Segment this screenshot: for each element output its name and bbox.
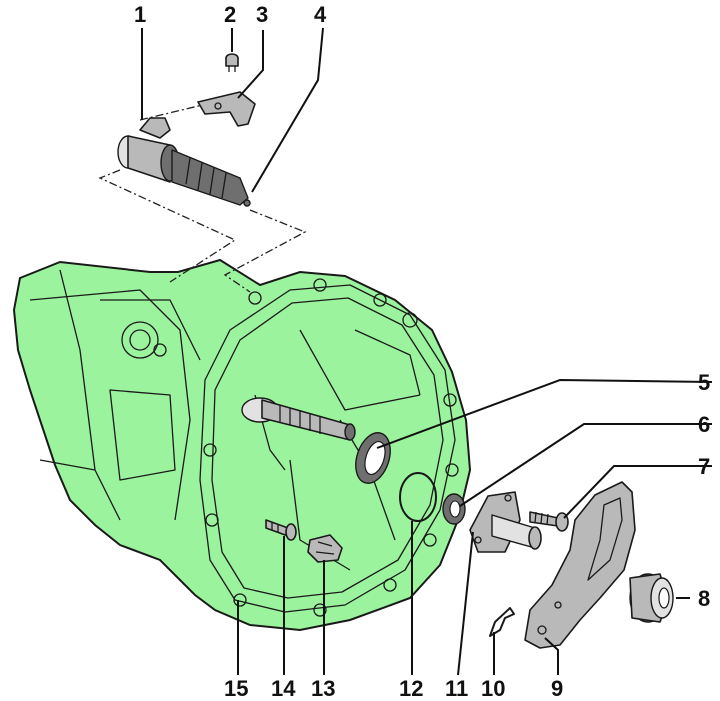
- bolt-small: [225, 53, 239, 72]
- input-shaft: [241, 397, 356, 441]
- callout-10: 10: [481, 676, 505, 701]
- small-seal: [442, 493, 466, 525]
- release-bearing: [629, 573, 674, 623]
- spring-clip: [489, 607, 515, 637]
- callout-labels: 1 2 3 4 5 6 7 8 9 10 11 12 13 14 15: [134, 2, 710, 701]
- callout-2: 2: [224, 2, 236, 27]
- slave-cylinder: [117, 117, 251, 207]
- release-lever: [524, 481, 636, 649]
- callout-5: 5: [698, 370, 710, 395]
- callout-3: 3: [256, 2, 268, 27]
- guide-sleeve: [469, 491, 542, 553]
- clip: [307, 534, 343, 563]
- housing-body: [12, 258, 472, 632]
- leader-lines: [141, 27, 713, 676]
- callout-11: 11: [445, 676, 468, 701]
- callout-15: 15: [224, 676, 248, 701]
- callout-13: 13: [311, 676, 335, 701]
- callout-14: 14: [271, 676, 296, 701]
- o-ring: [399, 472, 437, 522]
- callout-6: 6: [698, 412, 710, 437]
- callout-1: 1: [134, 2, 146, 27]
- callout-4: 4: [314, 2, 327, 27]
- callout-8: 8: [698, 586, 710, 611]
- bracket: [197, 91, 256, 127]
- gearbox-housing: [12, 258, 472, 632]
- callout-9: 9: [551, 676, 563, 701]
- callout-7: 7: [698, 454, 710, 479]
- stud-bolt: [265, 519, 297, 541]
- callout-12: 12: [399, 676, 423, 701]
